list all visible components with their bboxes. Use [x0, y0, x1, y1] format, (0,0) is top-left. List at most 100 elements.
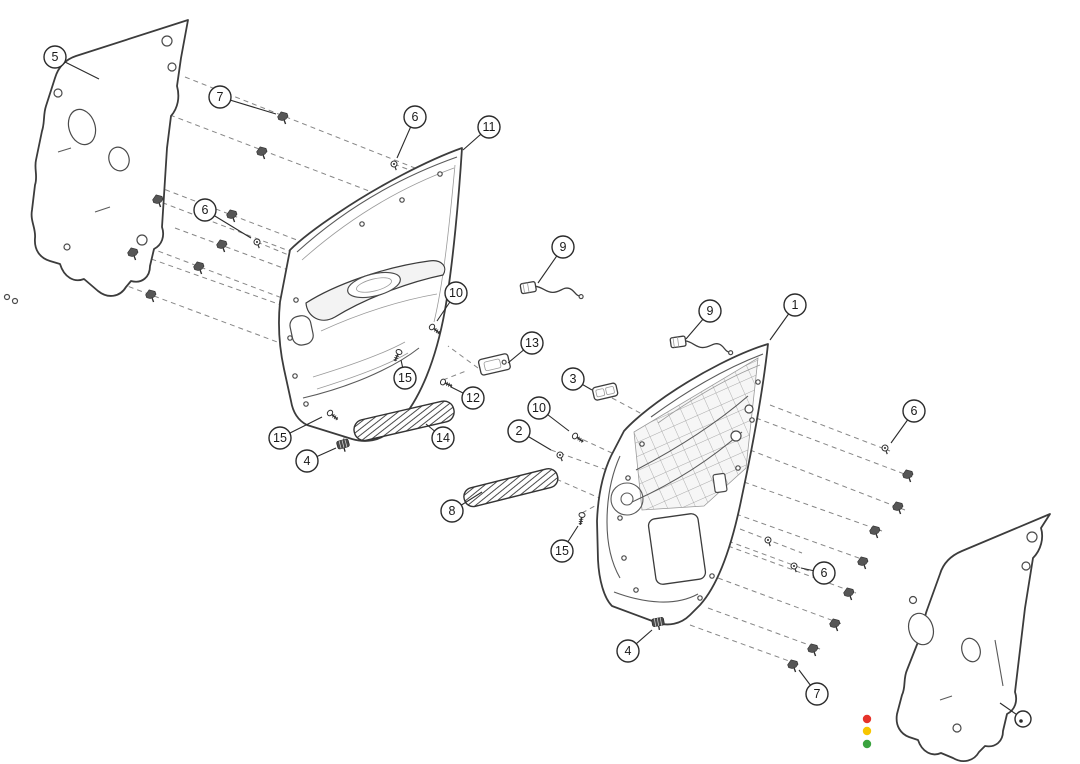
green-dot [862, 739, 872, 749]
door-pull-cup [347, 271, 401, 299]
callout-number: 3 [570, 372, 577, 386]
armrest-lower-line [320, 293, 438, 332]
shield-hole [1026, 531, 1038, 543]
callout-number: 1 [792, 298, 799, 312]
callout-12: 12 [450, 386, 485, 410]
callout-4: 4 [616, 629, 653, 663]
callout-circle [461, 386, 485, 410]
callout-circle [551, 235, 575, 259]
switch-body [591, 382, 619, 401]
rib-cross-line [635, 395, 749, 471]
callout-circle [193, 198, 217, 222]
callout-number: 7 [814, 687, 821, 701]
callout-6: 6 [800, 561, 836, 585]
explosion-line [755, 417, 916, 479]
callout-circle [805, 682, 829, 706]
pocket-opening-bottom [316, 352, 409, 390]
module-opening [647, 513, 707, 585]
loose-grommets [3, 293, 19, 305]
regulator-hole [744, 404, 754, 414]
callout-circle [440, 499, 464, 523]
callout-number: 15 [273, 431, 287, 445]
sill-insert-body [463, 467, 559, 508]
shield-hole [167, 62, 177, 72]
callout-4: 4 [295, 447, 337, 473]
explosion-line [139, 179, 311, 246]
callout-number: 6 [821, 566, 828, 580]
mounting-hole [437, 171, 443, 177]
pocket-insert [353, 400, 455, 442]
shield-slot [57, 147, 111, 213]
callout-circle [43, 45, 67, 69]
explosion-line [707, 607, 821, 650]
lamp-lens [477, 353, 511, 376]
explosion-line [169, 114, 433, 216]
shield-hole [63, 243, 71, 251]
callout-1: 1 [769, 293, 807, 341]
callout-2: 2 [507, 419, 552, 451]
shield-hole [161, 35, 173, 47]
callout-circle [431, 426, 455, 450]
mounting-hole [697, 595, 703, 601]
grommet-fastener-icon [880, 443, 891, 456]
callout-circle [550, 539, 574, 563]
mounting-hole [709, 573, 715, 579]
wire-terminal [578, 293, 584, 300]
pocket-opening-top [312, 341, 406, 378]
mounting-hole [617, 515, 623, 521]
mounting-hole [293, 297, 299, 303]
wire-terminal [728, 350, 734, 356]
lamp-lens-pin [501, 359, 507, 365]
callout-circle [812, 561, 836, 585]
right-water-shield [895, 513, 1051, 763]
callout-11: 11 [462, 115, 501, 151]
callout-circle [403, 105, 427, 129]
explosion-line [689, 624, 801, 666]
mounting-hole [755, 379, 761, 385]
callout-number: 15 [398, 371, 412, 385]
callout-circle [527, 396, 551, 420]
explosion-line [184, 76, 421, 171]
clip-fastener-icon [143, 287, 159, 305]
callout-number: 15 [555, 544, 569, 558]
callout-10: 10 [436, 281, 468, 322]
top-band [650, 353, 764, 418]
clip-fastener-icon [841, 585, 857, 603]
courtesy-lamp-connector [669, 335, 734, 356]
callout-5: 5 [43, 45, 100, 80]
small-components [353, 281, 734, 508]
sill-insert [463, 467, 559, 508]
explosion-line [739, 528, 803, 554]
callout-7: 7 [208, 85, 277, 115]
callout-circle [208, 85, 232, 109]
grommet-icon [3, 293, 11, 301]
callout-15: 15 [393, 359, 417, 390]
right-door-trim-panel [596, 343, 769, 626]
callout-number: 6 [412, 110, 419, 124]
explosion-line [769, 404, 891, 452]
lower-contour [302, 347, 420, 399]
panel-right-edge-line [433, 164, 456, 323]
callout-number: 4 [625, 644, 632, 658]
door-pull-cup-inner [356, 277, 392, 293]
shield-hole [136, 234, 148, 246]
clip-fastener-icon [785, 657, 801, 675]
callout-circle [783, 293, 807, 317]
mounting-hole [292, 373, 298, 379]
clip-fastener-icon [254, 144, 270, 162]
callout-number: 7 [217, 90, 224, 104]
shield-hole [53, 88, 63, 98]
callout-number: 11 [483, 120, 496, 134]
callout-15: 15 [268, 416, 323, 450]
bottom-lip [613, 591, 699, 603]
clip-fastener-icon [224, 207, 240, 225]
screw-fastener-icon [570, 431, 586, 445]
mounting-hole [621, 555, 627, 561]
ribbed-clip-icon [650, 616, 666, 632]
callout-6: 6 [396, 105, 427, 159]
mounting-hole [303, 401, 309, 407]
red-dot [862, 714, 872, 724]
top-band-inner [657, 364, 761, 424]
lamp-lens-body [477, 353, 511, 376]
courtesy-lamp-connector [519, 281, 584, 300]
